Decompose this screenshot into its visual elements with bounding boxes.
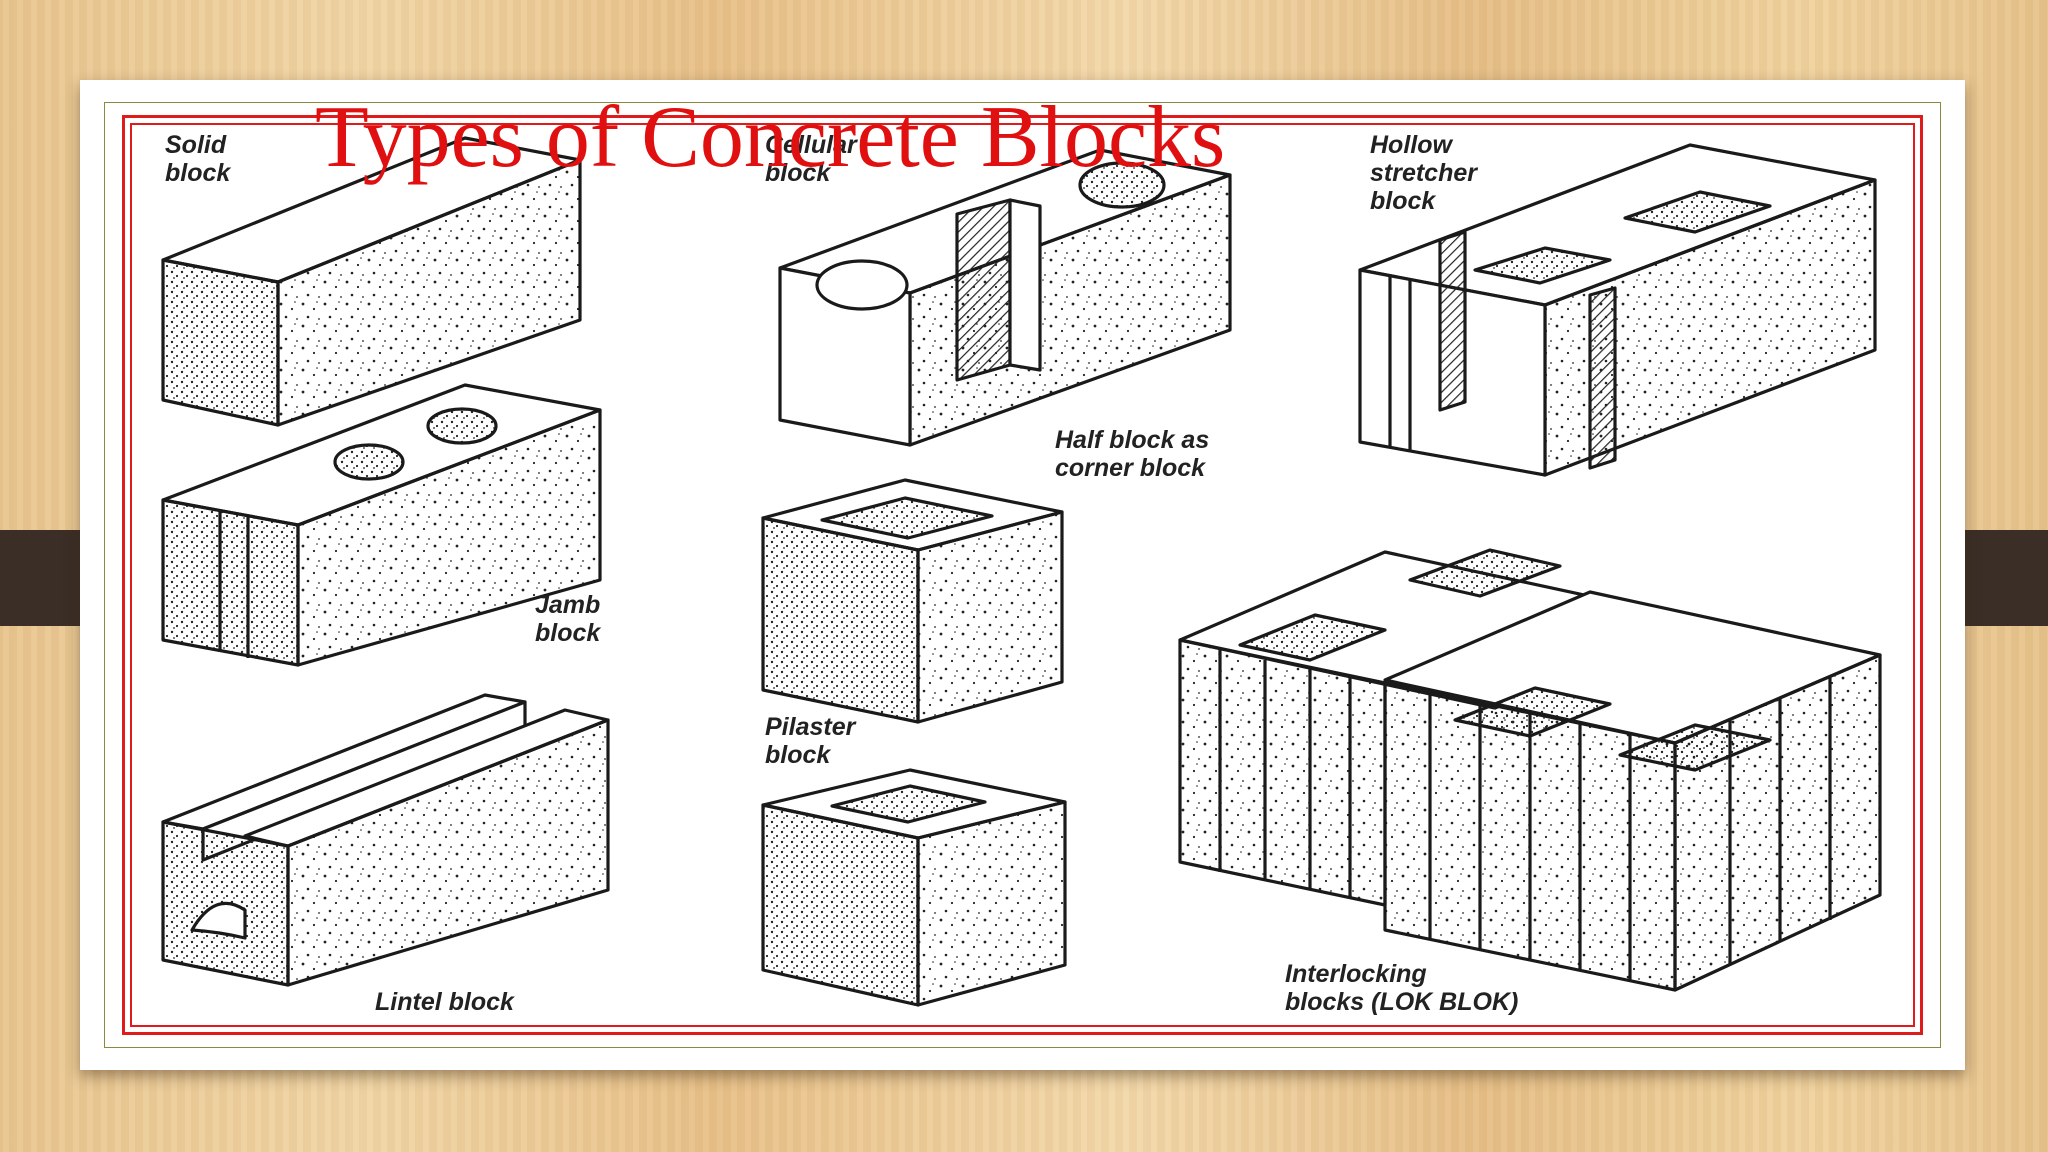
label-lintel-block: Lintel block (375, 988, 515, 1016)
lintel-block (161, 693, 610, 987)
cellular-block (778, 148, 1232, 447)
red-frame-inner (130, 123, 1915, 1027)
jamb-block (161, 383, 602, 667)
interlocking-blocks (1178, 548, 1882, 992)
red-frame-outer (122, 115, 1923, 1035)
hollow-stretcher-block (1358, 143, 1877, 477)
olive-frame (104, 102, 1941, 1048)
solid-block (161, 136, 582, 427)
half-block (761, 478, 1064, 724)
pilaster-block (761, 768, 1067, 1007)
slide-title: Types of Concrete Blocks (315, 89, 1226, 186)
